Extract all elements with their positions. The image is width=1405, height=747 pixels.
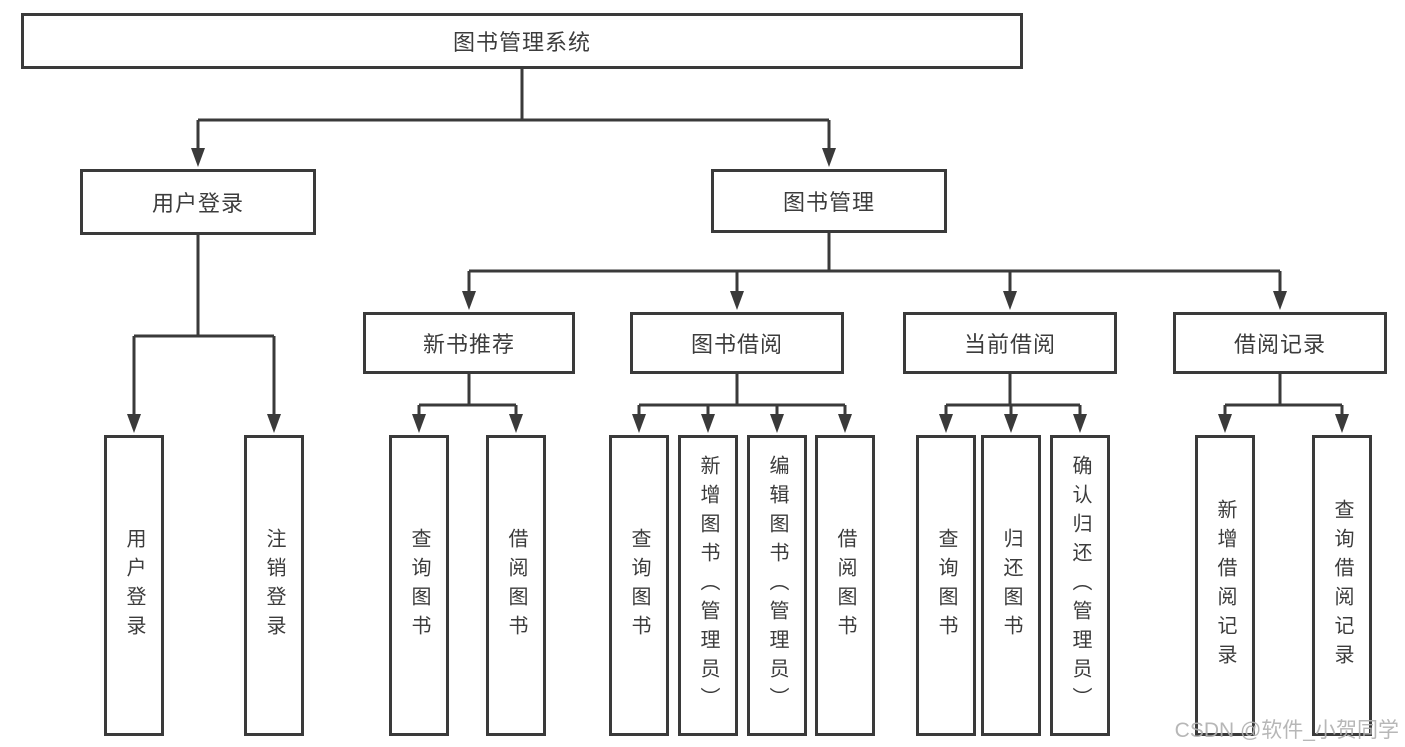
connector-user-login-children: [127, 235, 281, 433]
connector-new-book-recommend-children: [412, 374, 523, 433]
leaf-borrow-books-recommend: 借阅图书: [486, 435, 546, 736]
node-user-login: 用户登录: [80, 169, 316, 235]
leaf-query-books-recommend: 查询图书: [389, 435, 449, 736]
node-label: 用户登录: [123, 527, 145, 644]
connector-book-borrowing-children: [632, 374, 852, 433]
arrowhead-icon: [127, 414, 141, 433]
connector-borrowing-records-children: [1218, 374, 1349, 433]
node-label: 查询借阅记录: [1331, 498, 1353, 673]
node-label: 图书借阅: [690, 332, 783, 357]
node-label: 查询图书: [935, 527, 957, 644]
arrowhead-icon: [939, 414, 953, 433]
leaf-add-books-admin: 新增图书（管理员）: [678, 435, 738, 736]
arrowhead-icon: [1003, 291, 1017, 310]
arrowhead-icon: [632, 414, 646, 433]
node-label: 注销登录: [263, 527, 285, 644]
node-library-management-system: 图书管理系统: [21, 13, 1023, 69]
node-label: 归还图书: [1000, 527, 1022, 644]
node-label: 当前借阅: [963, 332, 1056, 357]
arrowhead-icon: [1218, 414, 1232, 433]
leaf-query-borrow-record: 查询借阅记录: [1312, 435, 1372, 736]
node-label: 借阅图书: [834, 527, 856, 644]
node-label: 图书管理系统: [452, 30, 591, 55]
leaf-query-books-borrowing: 查询图书: [609, 435, 669, 736]
leaf-user-login: 用户登录: [104, 435, 164, 736]
node-borrowing-records: 借阅记录: [1173, 312, 1387, 374]
node-label: 图书管理: [782, 190, 875, 215]
leaf-add-borrow-record: 新增借阅记录: [1195, 435, 1255, 736]
node-label: 查询图书: [628, 527, 650, 644]
node-label: 新增图书（管理员）: [697, 455, 719, 716]
node-label: 新增借阅记录: [1214, 498, 1236, 673]
watermark: CSDN @软件_小贺同学: [1174, 719, 1399, 742]
node-label: 确认归还（管理员）: [1069, 455, 1091, 716]
node-label: 用户登录: [151, 191, 244, 216]
leaf-logout-login: 注销登录: [244, 435, 304, 736]
node-label: 新书推荐: [422, 332, 515, 357]
node-new-book-recommend: 新书推荐: [363, 312, 575, 374]
arrowhead-icon: [191, 148, 205, 167]
connector-current-borrowing-children: [939, 374, 1087, 433]
connector-root-to-level2: [191, 69, 836, 167]
arrowhead-icon: [462, 291, 476, 310]
arrowhead-icon: [509, 414, 523, 433]
node-book-management: 图书管理: [711, 169, 947, 233]
leaf-query-books-current: 查询图书: [916, 435, 976, 736]
arrowhead-icon: [770, 414, 784, 433]
arrowhead-icon: [1335, 414, 1349, 433]
arrowhead-icon: [838, 414, 852, 433]
node-label: 查询图书: [408, 527, 430, 644]
node-current-borrowing: 当前借阅: [903, 312, 1117, 374]
arrowhead-icon: [730, 291, 744, 310]
leaf-confirm-return-admin: 确认归还（管理员）: [1050, 435, 1110, 736]
leaf-borrow-books-borrowing: 借阅图书: [815, 435, 875, 736]
arrowhead-icon: [1004, 414, 1018, 433]
arrowhead-icon: [412, 414, 426, 433]
node-label: 借阅图书: [505, 527, 527, 644]
node-book-borrowing: 图书借阅: [630, 312, 844, 374]
node-label: 借阅记录: [1233, 332, 1326, 357]
arrowhead-icon: [267, 414, 281, 433]
leaf-edit-books-admin: 编辑图书（管理员）: [747, 435, 807, 736]
leaf-return-books: 归还图书: [981, 435, 1041, 736]
arrowhead-icon: [1273, 291, 1287, 310]
arrowhead-icon: [1073, 414, 1087, 433]
connector-book-management-children: [462, 233, 1287, 310]
arrowhead-icon: [822, 148, 836, 167]
arrowhead-icon: [701, 414, 715, 433]
node-label: 编辑图书（管理员）: [766, 455, 788, 716]
